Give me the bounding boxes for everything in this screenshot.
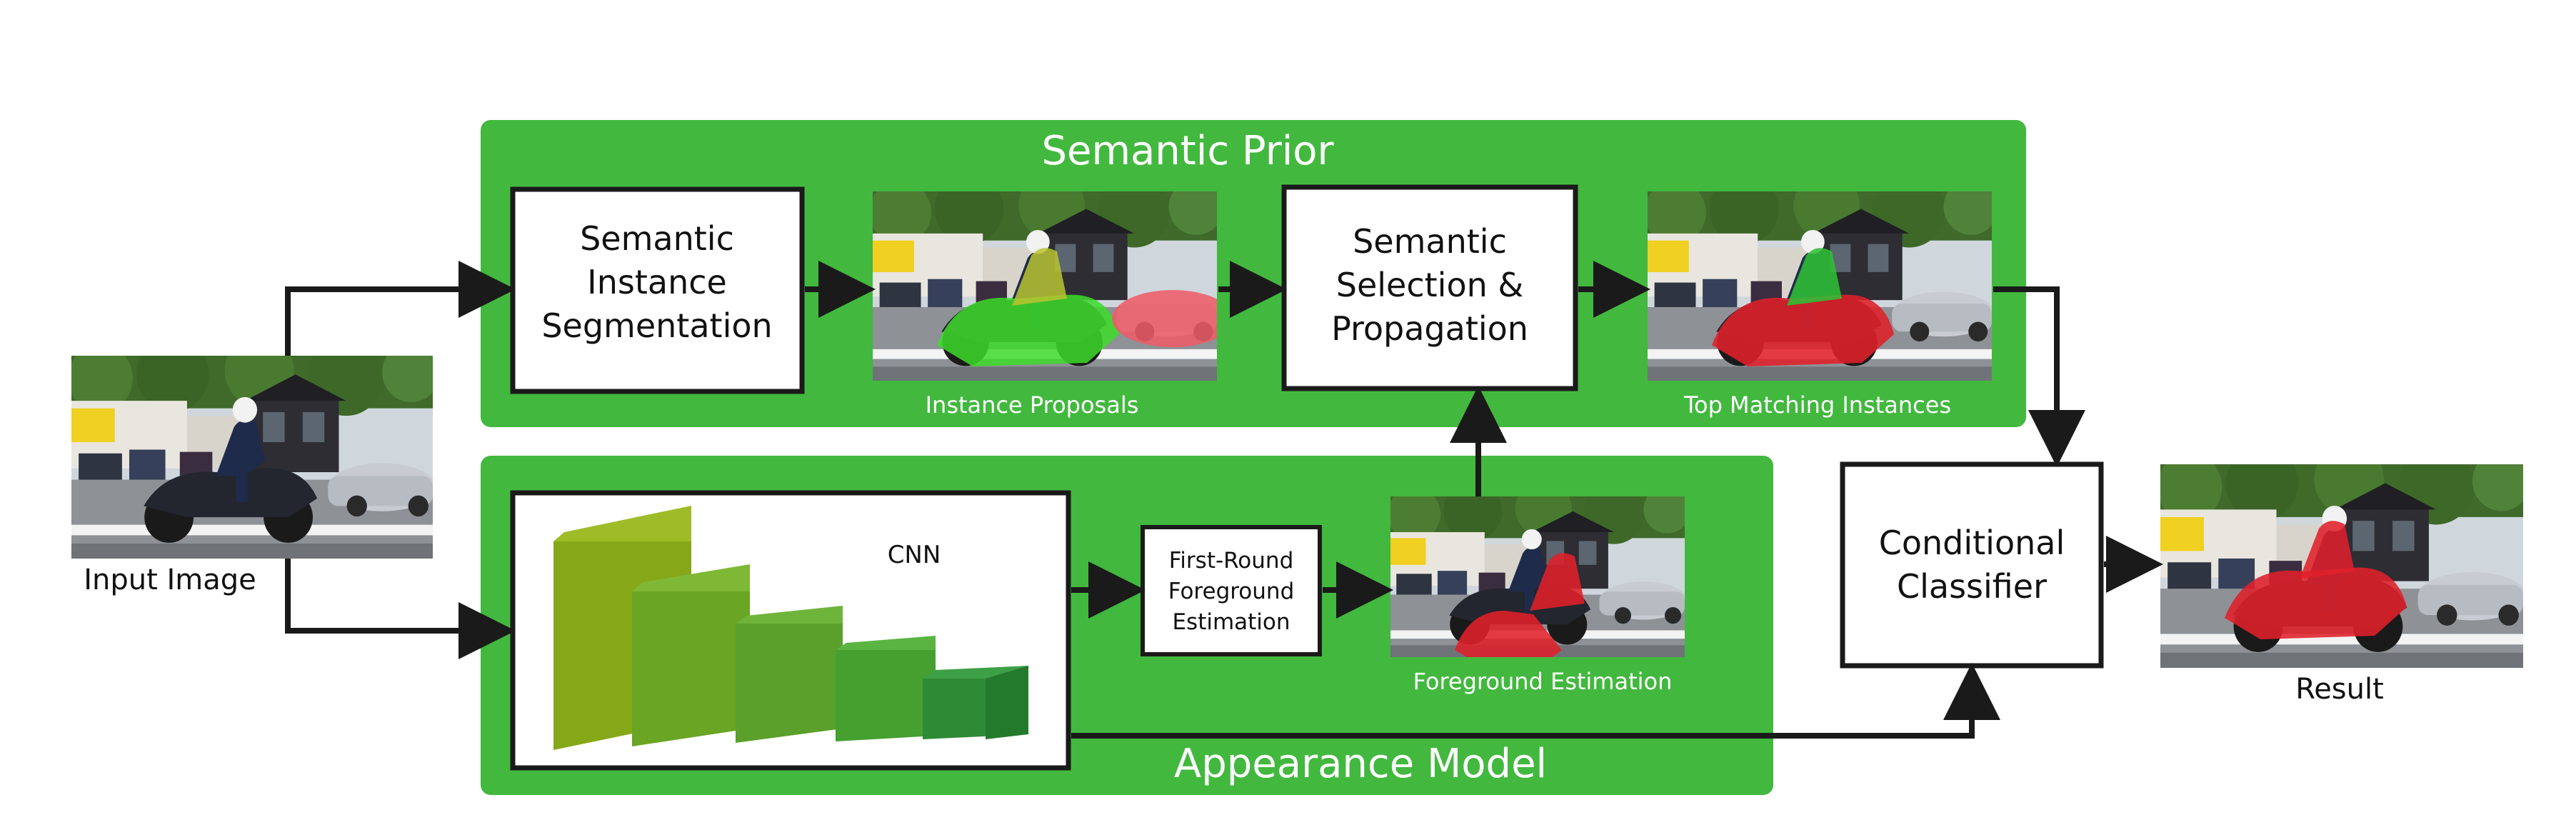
semantic-selection-propagation-box [1281,184,1578,391]
instance-proposals-caption: Instance Proposals [926,391,1139,419]
arrows [285,261,2163,739]
input-image-caption: Input Image [84,564,256,596]
ssp-line-1: Semantic [1353,222,1507,261]
ssp-line-3: Propagation [1331,309,1528,348]
cnn-layer-3 [736,624,843,743]
cnn-layer-2 [632,591,750,746]
sis-line-1: Semantic [580,219,734,258]
input-image [68,335,440,559]
conditional-classifier-box [1840,461,2104,669]
sis-line-2: Instance [587,263,727,301]
ssp-line-2: Selection & [1336,266,1523,304]
cnn-layer-4 [836,650,936,741]
frf-line-2: Foreground [1168,579,1295,604]
frf-line-1: First-Round [1169,548,1294,574]
cnn-label: CNN [888,541,941,569]
top-matching-caption: Top Matching Instances [1683,391,1951,419]
arrow-input-to-sis [285,261,516,356]
first-round-foreground-box [1141,525,1322,656]
semantic-instance-segmentation-box [510,186,805,394]
cc-line-2: Classifier [1897,567,2047,606]
appearance-model-title: Appearance Model [1174,741,1547,787]
cnn-layers [553,506,1028,750]
top-matching-image [1644,172,1998,381]
foreground-estimation-caption: Foreground Estimation [1413,668,1673,695]
cc-line-1: Conditional [1879,524,2065,562]
sis-line-3: Segmentation [541,306,772,345]
semantic-prior-title: Semantic Prior [1041,128,1334,174]
result-caption: Result [2295,673,2384,706]
instance-proposals-image [869,172,1217,381]
arrow-cnn-to-classifier [1071,663,2000,739]
arrow-topmatch-to-classifier [1993,286,2085,467]
foreground-estimation-image [1388,480,1690,657]
arrow-input-to-cnn [285,559,516,659]
frf-line-3: Estimation [1172,609,1290,635]
result-image [2157,443,2530,668]
